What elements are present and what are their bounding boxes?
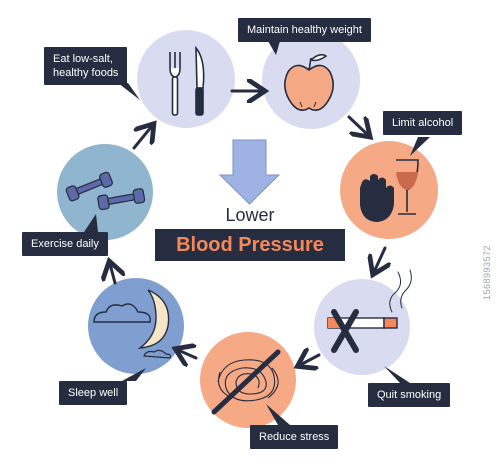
tail-smoking [384,366,410,383]
circle-exercise [57,144,153,240]
watermark-id: 1568993572 [482,244,492,300]
dumbbells-icon [65,171,146,211]
apple-icon [284,53,334,112]
step-label-weight: Maintain healthy weight [238,18,371,42]
fork-knife-icon [169,45,205,116]
hand-wine-icon [360,159,419,222]
step-label-exercise: Exercise daily [22,232,108,256]
lower-label: Lower [225,205,275,225]
tail-exercise [84,214,98,232]
step-label-smoking: Quit smoking [368,383,451,407]
step-label-alcohol: Limit alcohol [383,111,463,135]
step-label-sleep: Sleep well [59,381,128,405]
down-arrow-icon [218,139,281,205]
crossed-tangle-icon [211,349,281,415]
step-label-eat-line2: healthy foods [53,67,119,79]
arrow-smoking-to-stress [300,355,321,365]
arrow-exercise-to-eat [132,126,152,150]
no-smoking-icon [327,269,412,353]
step-label-stress: Reduce stress [250,425,339,449]
arrow-alcohol-to-smoking [374,246,385,272]
step-label-eat: Eat low-salt, healthy foods [44,47,128,85]
circle-sleep [88,278,184,374]
circle-eat [137,30,235,128]
tail-eat [118,83,140,100]
tail-sleep [122,368,146,381]
tail-stress [266,404,290,425]
arrow-sleep-to-exercise [110,264,115,285]
step-label-eat-line1: Eat low-salt, [53,53,113,65]
blood-pressure-title: Blood Pressure [155,229,345,261]
moon-clouds-icon [93,289,172,359]
arrow-stress-to-sleep [178,350,198,358]
tail-alcohol [410,137,430,156]
tail-weight [268,41,280,55]
arrow-weight-to-alcohol [347,115,368,135]
